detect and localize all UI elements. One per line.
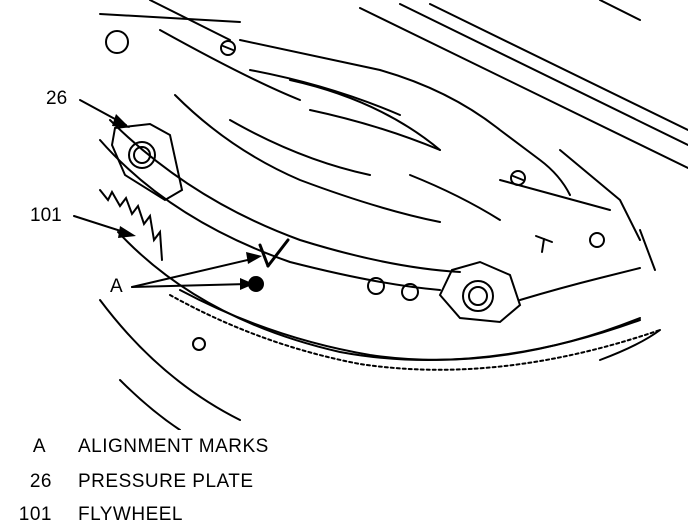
callout-alignment: A	[110, 276, 123, 297]
legend-key: 26	[29, 471, 52, 492]
legend-key: 101	[18, 504, 52, 525]
small-bolts	[105, 30, 605, 248]
flywheel-teeth-left	[99, 189, 163, 261]
timing-mark	[535, 235, 553, 253]
pressure-plate	[99, 69, 641, 324]
flywheel-ring-gear	[99, 231, 661, 430]
legend-key: A	[32, 436, 46, 457]
holes	[192, 277, 419, 351]
housing-lines	[99, 0, 688, 271]
callout-pressure-plate: 26	[46, 88, 68, 109]
legend-description: PRESSURE PLATE	[78, 471, 254, 492]
alignment-mark-v	[258, 238, 290, 268]
legend-description: ALIGNMENT MARKS	[78, 436, 269, 457]
bolt-upper	[128, 141, 156, 169]
flywheel-pressure-plate-diagram	[73, 0, 688, 430]
callout-flywheel: 101	[30, 205, 62, 226]
legend-description: FLYWHEEL	[78, 504, 184, 525]
leader-arrows	[73, 99, 262, 290]
bolt-lower	[462, 280, 494, 312]
